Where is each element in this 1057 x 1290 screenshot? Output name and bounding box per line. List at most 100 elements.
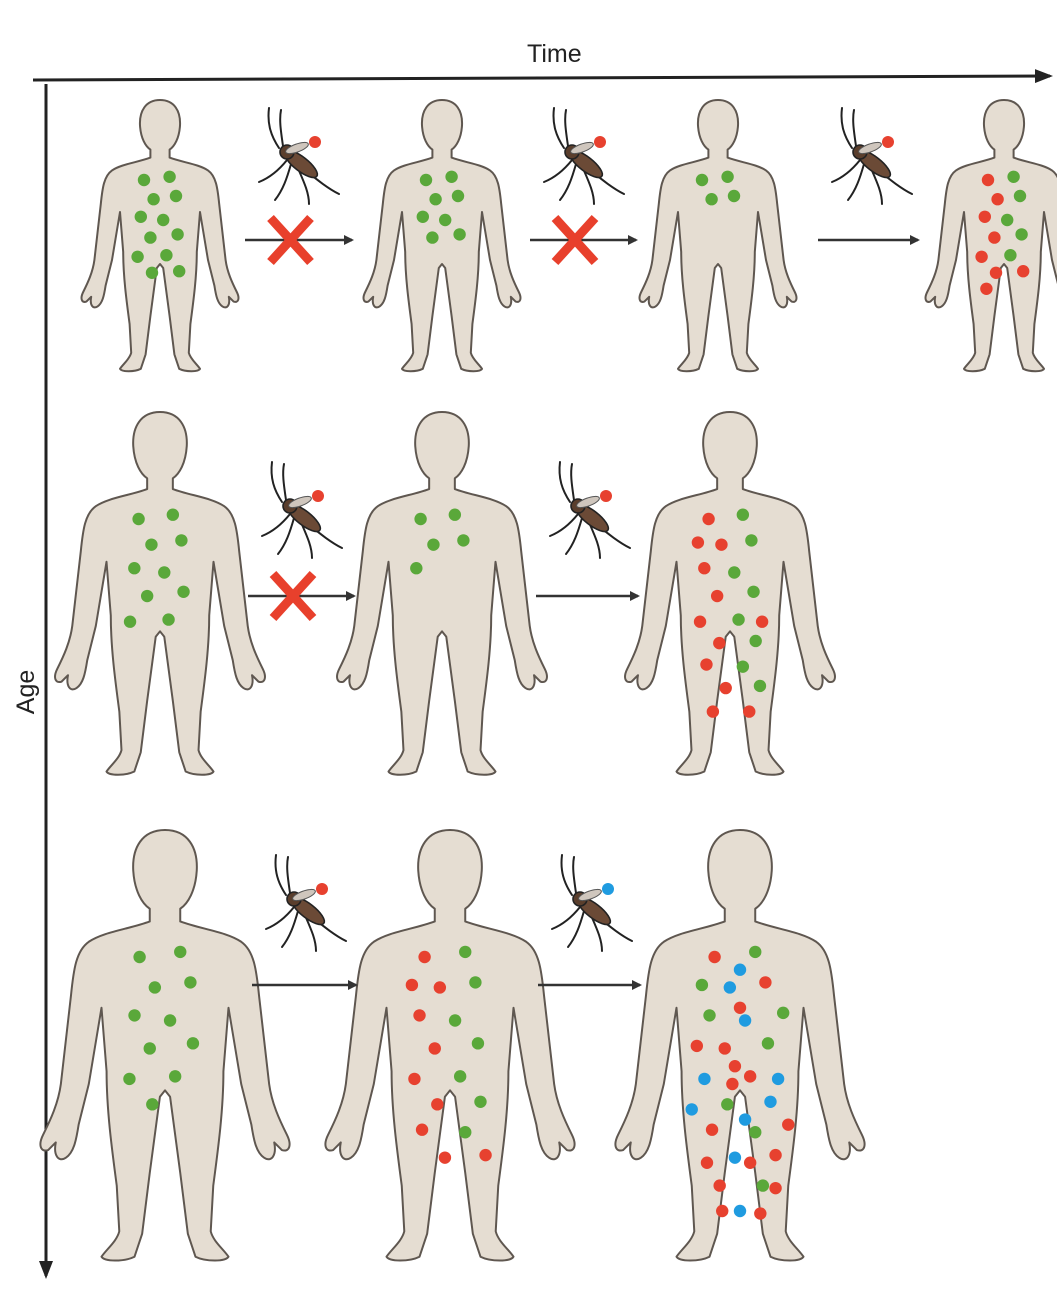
parasite-dot-green xyxy=(757,1179,769,1191)
parasite-dot-red xyxy=(715,538,727,550)
parasite-dot-green xyxy=(429,193,441,205)
parasite-dot-green xyxy=(131,251,143,263)
parasite-dot-green xyxy=(762,1037,774,1049)
parasite-dot-green xyxy=(732,613,744,625)
parasite-dot-green xyxy=(147,193,159,205)
parasite-dot-red xyxy=(713,1179,725,1191)
parasite-dot-red xyxy=(416,1124,428,1136)
parasite-dot-green xyxy=(171,228,183,240)
time-axis xyxy=(33,76,1050,80)
parasite-dot-green xyxy=(777,1007,789,1019)
pathogen-dot xyxy=(882,136,894,148)
transition-child-2 xyxy=(530,218,636,262)
transition-adolescent-1 xyxy=(248,574,354,618)
parasite-dot-green xyxy=(187,1037,199,1049)
parasite-dot-green xyxy=(414,513,426,525)
parasite-dot-green xyxy=(141,590,153,602)
parasite-dot-red xyxy=(479,1149,491,1161)
parasite-dot-green xyxy=(745,534,757,546)
parasite-dot-blue xyxy=(724,981,736,993)
parasite-dot-green xyxy=(123,1073,135,1085)
human-silhouette xyxy=(55,412,265,775)
parasite-dot-green xyxy=(184,976,196,988)
parasite-dot-red xyxy=(975,251,987,263)
parasite-dot-green xyxy=(737,660,749,672)
transition-child-1 xyxy=(245,218,352,262)
parasite-dot-red xyxy=(691,1040,703,1052)
human-silhouette xyxy=(364,100,521,371)
human-silhouette xyxy=(325,830,574,1261)
parasite-dot-green xyxy=(410,562,422,574)
figure-adult-2 xyxy=(325,830,574,1261)
parasite-dot-red xyxy=(707,705,719,717)
parasite-dot-red xyxy=(708,951,720,963)
figure-adolescent-1 xyxy=(55,412,265,775)
parasite-dot-red xyxy=(756,616,768,628)
parasite-dot-blue xyxy=(734,1205,746,1217)
mosquito-icon-child-3 xyxy=(832,108,912,204)
parasite-dot-red xyxy=(711,590,723,602)
parasite-dot-green xyxy=(1007,171,1019,183)
pathogen-dot xyxy=(602,883,614,895)
parasite-dot-blue xyxy=(734,964,746,976)
parasite-dot-green xyxy=(133,951,145,963)
parasite-dot-green xyxy=(728,566,740,578)
parasite-dot-red xyxy=(713,637,725,649)
parasite-dot-red xyxy=(769,1149,781,1161)
parasite-dot-red xyxy=(698,562,710,574)
parasite-dot-red xyxy=(700,658,712,670)
parasite-dot-blue xyxy=(739,1113,751,1125)
parasite-dot-green xyxy=(124,616,136,628)
parasite-dot-green xyxy=(420,174,432,186)
parasite-dot-blue xyxy=(698,1073,710,1085)
parasite-dot-green xyxy=(128,562,140,574)
parasite-dot-red xyxy=(431,1098,443,1110)
parasite-dot-green xyxy=(427,538,439,550)
parasite-dot-green xyxy=(169,1070,181,1082)
parasite-dot-red xyxy=(754,1207,766,1219)
parasite-dot-green xyxy=(754,680,766,692)
parasite-dot-green xyxy=(747,586,759,598)
parasite-dot-green xyxy=(449,1014,461,1026)
parasite-dot-green xyxy=(454,1070,466,1082)
parasite-dot-green xyxy=(174,946,186,958)
figure-child-2 xyxy=(364,100,521,371)
parasite-dot-red xyxy=(413,1009,425,1021)
human-silhouette xyxy=(337,412,547,775)
parasite-dot-green xyxy=(164,1014,176,1026)
parasite-dot-green xyxy=(426,231,438,243)
parasite-dot-green xyxy=(157,214,169,226)
transitions-layer xyxy=(245,108,918,985)
parasite-dot-green xyxy=(472,1037,484,1049)
figure-adolescent-3 xyxy=(625,412,835,775)
human-silhouette xyxy=(40,830,289,1261)
figure-adolescent-2 xyxy=(337,412,547,775)
parasite-dot-green xyxy=(721,1098,733,1110)
pathogen-dot xyxy=(309,136,321,148)
parasite-dot-red xyxy=(980,283,992,295)
pathogen-dot xyxy=(312,490,324,502)
parasite-dot-green xyxy=(1004,249,1016,261)
parasite-dot-green xyxy=(175,534,187,546)
parasite-dot-red xyxy=(726,1078,738,1090)
parasite-dot-red xyxy=(719,1042,731,1054)
parasite-dot-red xyxy=(744,1070,756,1082)
parasite-dot-green xyxy=(146,267,158,279)
parasite-dot-red xyxy=(692,536,704,548)
parasite-dot-red xyxy=(706,1124,718,1136)
parasite-dot-red xyxy=(734,1002,746,1014)
mosquito-icon-adult-1 xyxy=(266,855,346,951)
parasite-dot-green xyxy=(146,1098,158,1110)
parasite-dot-green xyxy=(144,1042,156,1054)
parasite-dot-red xyxy=(743,705,755,717)
parasite-dot-green xyxy=(469,976,481,988)
mosquito-icon-adolescent-2 xyxy=(550,462,630,558)
parasite-dot-green xyxy=(1001,214,1013,226)
parasite-dot-green xyxy=(149,981,161,993)
parasite-dot-green xyxy=(167,509,179,521)
parasite-dot-red xyxy=(988,231,1000,243)
parasite-dot-green xyxy=(696,979,708,991)
pathogen-dot xyxy=(316,883,328,895)
parasite-dot-green xyxy=(445,171,457,183)
